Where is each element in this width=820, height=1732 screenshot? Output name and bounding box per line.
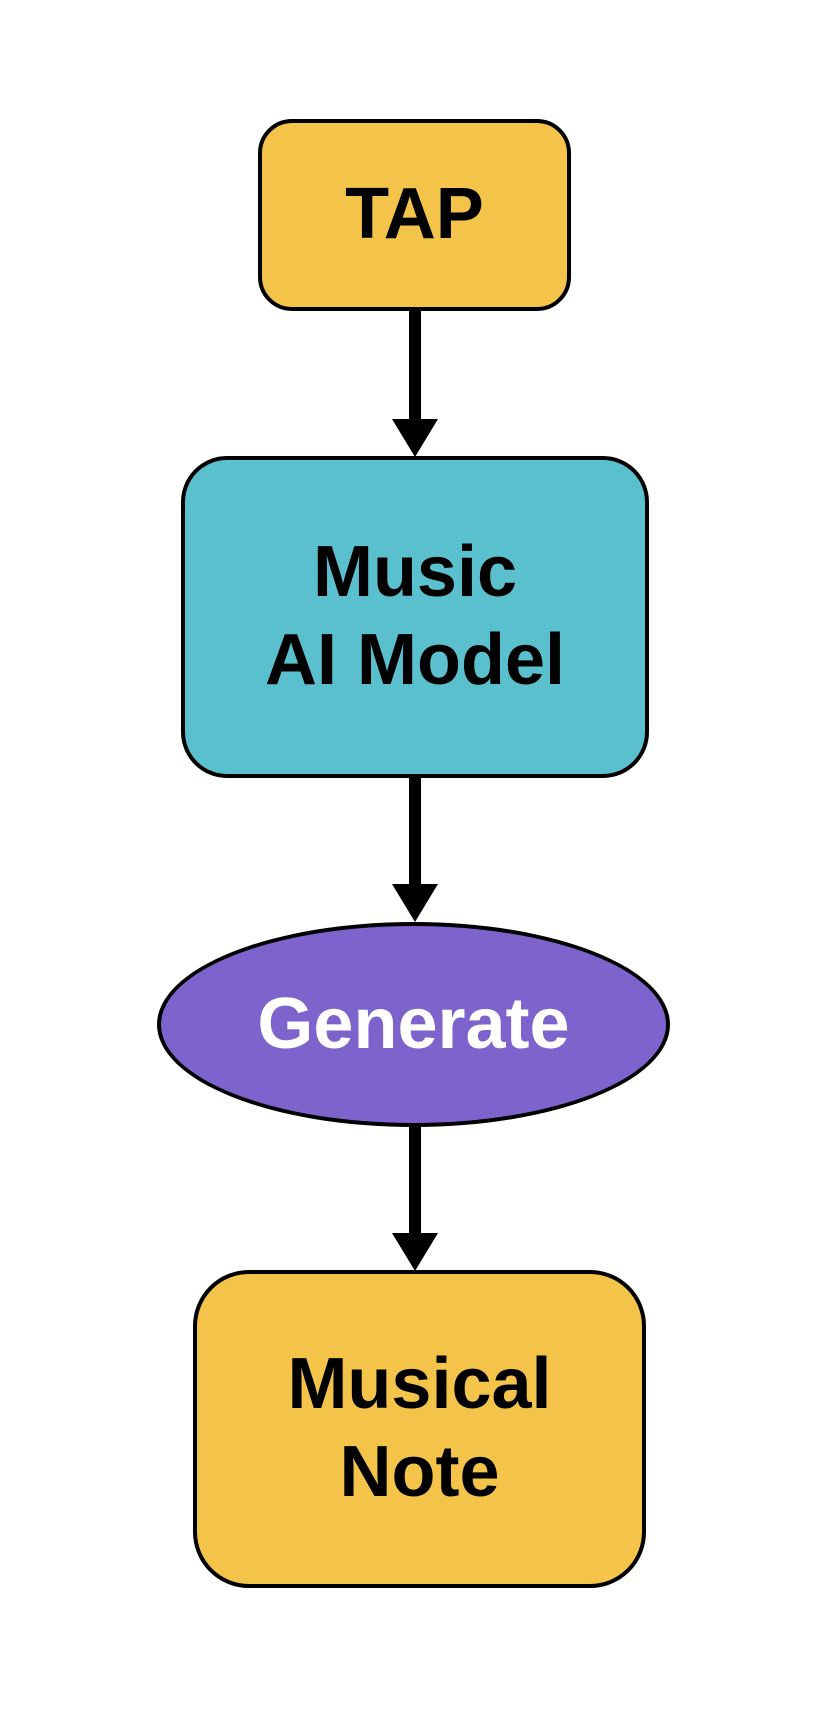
node-musical-note-label-line1: Musical bbox=[287, 1344, 552, 1425]
node-music-ai-model: Music AI Model bbox=[181, 456, 649, 778]
arrow-head-icon bbox=[392, 884, 438, 922]
arrow-stem bbox=[409, 1125, 421, 1235]
node-generate-label: Generate bbox=[257, 983, 570, 1064]
node-music-ai-model-label-line1: Music bbox=[312, 532, 518, 613]
node-musical-note-label-line2: Note bbox=[339, 1432, 500, 1512]
node-tap: TAP bbox=[258, 119, 571, 311]
node-generate: Generate bbox=[157, 922, 670, 1127]
arrow-stem bbox=[409, 776, 421, 886]
arrow-head-icon bbox=[392, 419, 438, 457]
node-music-ai-model-label-line2: AI Model bbox=[265, 620, 565, 700]
node-tap-label: TAP bbox=[345, 174, 484, 255]
node-musical-note: Musical Note bbox=[193, 1270, 646, 1588]
arrow-head-icon bbox=[392, 1233, 438, 1271]
arrow-stem bbox=[409, 309, 421, 421]
